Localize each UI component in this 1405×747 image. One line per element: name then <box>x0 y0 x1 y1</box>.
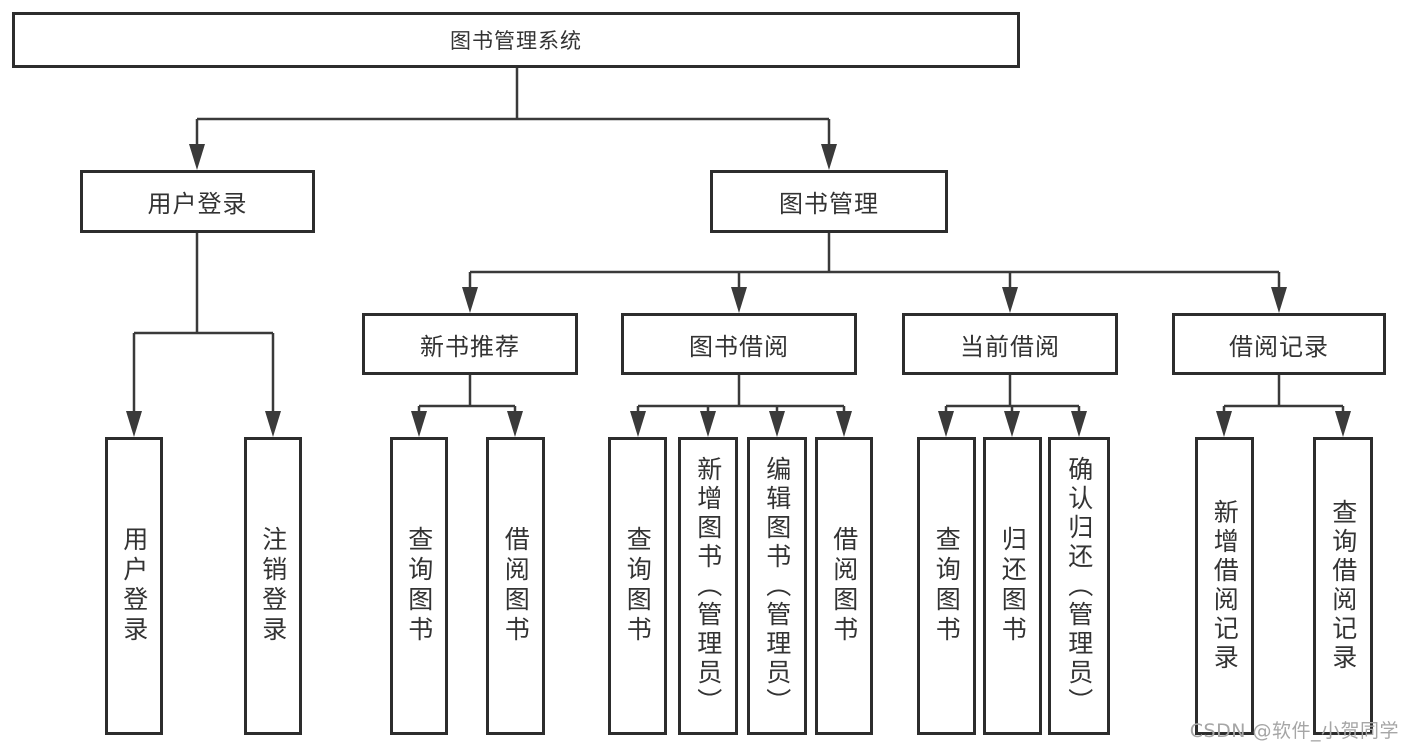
node-book-borrowing: 图书借阅 <box>621 313 857 375</box>
leaf-recommend-query-books: 查询图书 <box>390 437 448 735</box>
leaf-borrowing-edit-books-label: 编辑图书（管理员） <box>762 455 792 717</box>
connector-bookmgmt-to-level3 <box>468 233 1281 289</box>
node-new-book-recommend: 新书推荐 <box>362 313 578 375</box>
leaf-current-return-books: 归还图书 <box>983 437 1042 735</box>
connector-records-to-leaves <box>1222 375 1345 412</box>
connector-userlogin-to-leaves <box>132 233 275 412</box>
arrowheads <box>126 144 1351 437</box>
csdn-watermark: CSDN @软件_小贺同学 <box>1189 720 1399 742</box>
leaf-recommend-borrow-books-label: 借阅图书 <box>501 526 531 646</box>
leaf-borrowing-edit-books: 编辑图书（管理员） <box>747 437 807 735</box>
leaf-user-login: 用户登录 <box>105 437 163 735</box>
leaf-current-query-books-label: 查询图书 <box>932 526 962 646</box>
node-book-management-label: 图书管理 <box>779 190 879 218</box>
leaf-current-confirm-return-label: 确认归还（管理员） <box>1064 455 1094 717</box>
node-borrowing-records: 借阅记录 <box>1172 313 1386 375</box>
leaf-user-login-label: 用户登录 <box>119 526 149 646</box>
node-book-management: 图书管理 <box>710 170 948 233</box>
leaf-records-query-record-label: 查询借阅记录 <box>1328 499 1358 673</box>
leaf-current-query-books: 查询图书 <box>917 437 976 735</box>
node-user-login-label: 用户登录 <box>147 190 248 218</box>
leaf-borrowing-query-books: 查询图书 <box>608 437 667 735</box>
node-root: 图书管理系统 <box>12 12 1020 68</box>
leaf-borrowing-borrow-books-label: 借阅图书 <box>829 526 859 646</box>
node-new-book-recommend-label: 新书推荐 <box>420 332 520 361</box>
leaf-logout-label: 注销登录 <box>258 526 288 646</box>
connector-current-to-leaves <box>944 375 1081 412</box>
connector-borrowing-to-leaves <box>636 375 846 412</box>
node-root-label: 图书管理系统 <box>450 29 582 53</box>
leaf-borrowing-query-books-label: 查询图书 <box>623 526 653 646</box>
leaf-borrowing-add-books-label: 新增图书（管理员） <box>693 455 723 717</box>
leaf-records-add-record: 新增借阅记录 <box>1195 437 1254 735</box>
leaf-current-return-books-label: 归还图书 <box>998 526 1028 646</box>
leaf-records-query-record: 查询借阅记录 <box>1313 437 1373 735</box>
leaf-recommend-query-books-label: 查询图书 <box>404 526 434 646</box>
node-current-borrowing: 当前借阅 <box>902 313 1118 375</box>
node-borrowing-records-label: 借阅记录 <box>1229 332 1329 361</box>
node-user-login: 用户登录 <box>80 170 315 233</box>
leaf-borrowing-add-books: 新增图书（管理员） <box>678 437 738 735</box>
leaf-records-add-record-label: 新增借阅记录 <box>1210 499 1240 673</box>
leaf-logout: 注销登录 <box>244 437 302 735</box>
connector-root-to-level2 <box>195 68 831 146</box>
leaf-borrowing-borrow-books: 借阅图书 <box>815 437 873 735</box>
node-current-borrowing-label: 当前借阅 <box>960 332 1060 361</box>
node-book-borrowing-label: 图书借阅 <box>689 332 789 361</box>
leaf-current-confirm-return: 确认归还（管理员） <box>1048 437 1110 735</box>
connector-recommend-to-leaves <box>417 375 517 412</box>
leaf-recommend-borrow-books: 借阅图书 <box>486 437 545 735</box>
